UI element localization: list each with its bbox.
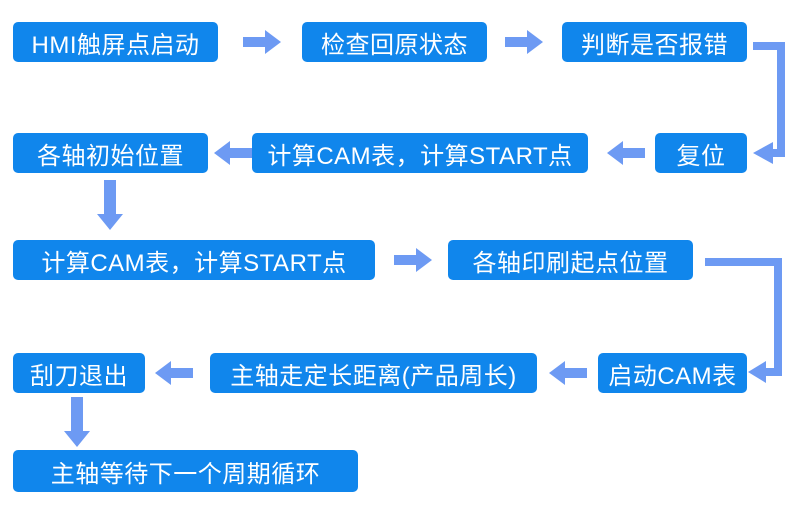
flow-node-squeegee-retract: 刮刀退出: [13, 353, 145, 393]
arrow-left-icon: [549, 361, 587, 385]
flow-node-axes-print-start-position: 各轴印刷起点位置: [448, 240, 693, 280]
arrow-right-icon: [394, 248, 432, 272]
flow-node-check-home-status: 检查回原状态: [302, 22, 487, 62]
flow-node-axes-initial-position: 各轴初始位置: [13, 133, 208, 173]
flow-node-hmi-start: HMI触屏点启动: [13, 22, 218, 62]
flow-node-judge-error: 判断是否报错: [562, 22, 747, 62]
flow-node-calc-cam-start-row3: 计算CAM表，计算START点: [13, 240, 375, 280]
flow-node-calc-cam-start-row2: 计算CAM表，计算START点: [252, 133, 588, 173]
flow-node-spindle-wait-next-cycle: 主轴等待下一个周期循环: [13, 450, 358, 492]
elbow-connector-icon: [705, 258, 782, 383]
elbow-connector-icon: [753, 42, 785, 164]
arrow-left-icon: [214, 141, 252, 165]
arrow-right-icon: [243, 30, 281, 54]
flow-node-spindle-fixed-distance: 主轴走定长距离(产品周长): [210, 353, 537, 393]
arrow-left-icon: [155, 361, 193, 385]
arrow-right-icon: [505, 30, 543, 54]
flow-node-reset: 复位: [655, 133, 747, 173]
arrow-left-icon: [607, 141, 645, 165]
flow-node-start-cam-table: 启动CAM表: [598, 353, 747, 393]
arrow-down-icon: [64, 397, 90, 447]
arrow-down-icon: [97, 180, 123, 230]
